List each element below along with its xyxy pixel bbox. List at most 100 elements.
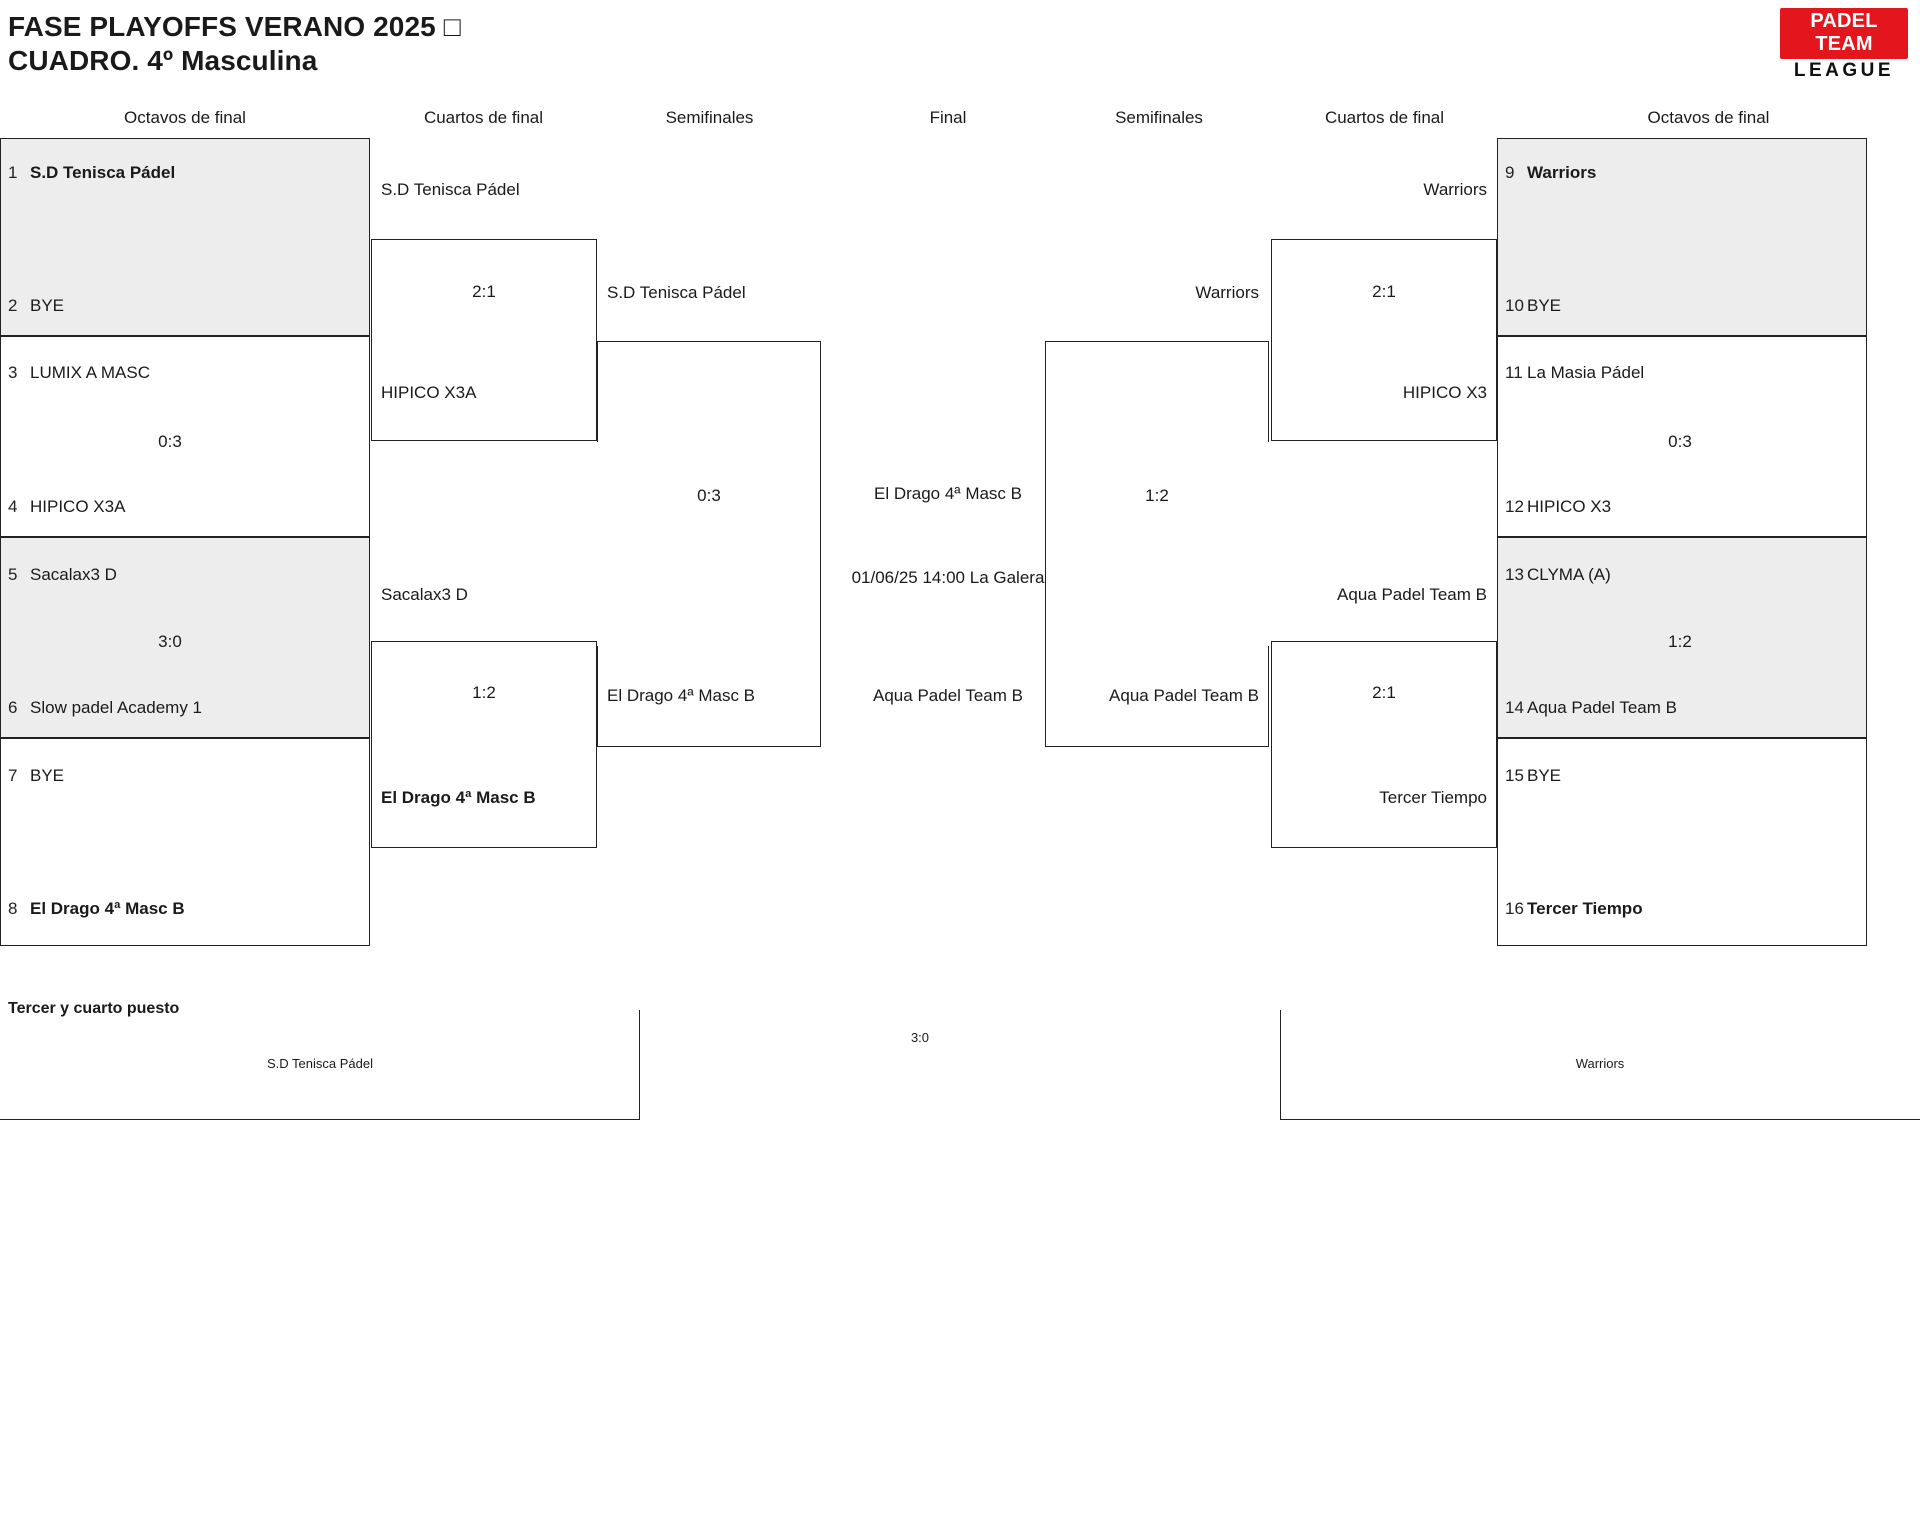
round-header-qf-right: Cuartos de final [1324, 108, 1445, 127]
r16-match-box-4[interactable] [0, 738, 370, 946]
team-name: Sacalax3 D [30, 565, 117, 584]
qf-right-slot-4[interactable]: Tercer Tiempo [1379, 788, 1487, 807]
qf-right-score-1: 2:1 [1372, 282, 1396, 301]
r16-match-box-5[interactable] [1497, 138, 1867, 336]
seed-number: 12 [1505, 497, 1524, 516]
qf-left-slot-4[interactable]: El Drago 4ª Masc B [381, 788, 536, 807]
logo-top-text: PADEL TEAM [1780, 8, 1908, 59]
seed-number: 4 [8, 497, 18, 516]
seed-number: 3 [8, 363, 18, 382]
seed-number: 15 [1505, 766, 1524, 785]
seed-number: 16 [1505, 899, 1524, 918]
sf-left-score: 0:3 [697, 486, 721, 505]
r16-slot-6[interactable]: 6 Slow padel Academy 1 [8, 698, 202, 718]
seed-number: 1 [8, 163, 18, 182]
r16-match-box-2[interactable] [0, 336, 370, 537]
r16-score-2: 0:3 [158, 432, 182, 451]
team-name: Warriors [1527, 163, 1597, 182]
qf-right-score-2: 2:1 [1372, 683, 1396, 702]
qf-match-box-right-2[interactable] [1271, 641, 1497, 848]
sf-right-connector-bottom [1268, 646, 1269, 747]
r16-match-box-3[interactable] [0, 537, 370, 738]
round-header-r16-right: Octavos de final [1647, 108, 1770, 127]
team-name: HIPICO X3 [1527, 497, 1612, 516]
qf-right-slot-1[interactable]: Warriors [1423, 180, 1487, 199]
page-title: FASE PLAYOFFS VERANO 2025 □ CUADRO. 4º M… [8, 10, 908, 78]
sf-match-box-right[interactable] [1045, 341, 1269, 747]
seed-number: 14 [1505, 698, 1524, 717]
team-name: HIPICO X3A [30, 497, 126, 516]
seed-number: 6 [8, 698, 18, 717]
seed-number: 11 [1505, 363, 1523, 382]
r16-match-box-1[interactable] [0, 138, 370, 336]
sf-left-slot-1[interactable]: S.D Tenisca Pádel [607, 283, 746, 302]
seed-number: 8 [8, 899, 18, 918]
r16-slot-5[interactable]: 5 Sacalax3 D [8, 565, 117, 585]
team-name: Tercer Tiempo [1527, 899, 1643, 918]
r16-match-box-6[interactable] [1497, 336, 1867, 537]
r16-slot-4[interactable]: 4 HIPICO X3A [8, 497, 125, 517]
qf-left-slot-1[interactable]: S.D Tenisca Pádel [381, 180, 520, 199]
team-name: El Drago 4ª Masc B [30, 899, 185, 918]
r16-score-6: 0:3 [1668, 432, 1692, 451]
third-place-box-left[interactable] [0, 1010, 640, 1120]
r16-match-box-7[interactable] [1497, 537, 1867, 738]
seed-number: 10 [1505, 296, 1524, 315]
sf-match-box-left[interactable] [597, 341, 821, 747]
third-place-box-right[interactable] [1280, 1010, 1920, 1120]
sf-right-score: 1:2 [1145, 486, 1169, 505]
qf-right-slot-2[interactable]: HIPICO X3 [1402, 383, 1487, 402]
qf-left-slot-3[interactable]: Sacalax3 D [381, 585, 468, 604]
round-header-sf-right: Semifinales [1115, 108, 1203, 127]
team-name: LUMIX A MASC [30, 363, 150, 382]
seed-number: 5 [8, 565, 18, 584]
padel-team-league-logo: PADEL TEAM LEAGUE [1780, 8, 1908, 83]
team-name: CLYMA (A) [1527, 565, 1611, 584]
title-line-1: FASE PLAYOFFS VERANO 2025 □ [8, 11, 461, 42]
sf-left-slot-2[interactable]: El Drago 4ª Masc B [607, 686, 756, 705]
r16-slot-9[interactable]: 9 Warriors [1505, 163, 1596, 183]
team-name: BYE [30, 766, 65, 785]
round-header-sf-left: Semifinales [665, 108, 754, 127]
team-name: Slow padel Academy 1 [30, 698, 202, 717]
sf-right-connector-top [1268, 341, 1269, 442]
title-line-2: CUADRO. 4º Masculina [8, 45, 318, 77]
seed-number: 9 [1505, 163, 1515, 182]
r16-score-3: 3:0 [158, 632, 182, 651]
round-header-r16-left: Octavos de final [124, 108, 246, 127]
sf-right-slot-2[interactable]: Aqua Padel Team B [1109, 686, 1259, 705]
qf-right-slot-3[interactable]: Aqua Padel Team B [1337, 585, 1487, 604]
round-header-final: Final [929, 108, 967, 127]
third-place-team-left: S.D Tenisca Pádel [267, 1056, 373, 1071]
sf-left-connector-top [597, 341, 598, 442]
r16-slot-8[interactable]: 8 El Drago 4ª Masc B [8, 899, 185, 919]
team-name: BYE [1527, 766, 1562, 785]
team-name: BYE [30, 296, 65, 315]
final-schedule: 01/06/25 14:00 La Galera [851, 568, 1045, 587]
qf-match-box-left-2[interactable] [371, 641, 597, 848]
r16-score-7: 1:2 [1668, 632, 1692, 651]
final-team-top[interactable]: El Drago 4ª Masc B [873, 484, 1022, 503]
sf-right-slot-1[interactable]: Warriors [1195, 283, 1259, 302]
qf-left-slot-2[interactable]: HIPICO X3A [381, 383, 477, 402]
qf-match-box-right-1[interactable] [1271, 239, 1497, 441]
r16-slot-3[interactable]: 3 LUMIX A MASC [8, 363, 150, 383]
qf-left-score-1: 2:1 [472, 282, 496, 301]
team-name: Aqua Padel Team B [1527, 698, 1677, 717]
qf-match-box-left-1[interactable] [371, 239, 597, 441]
final-team-bottom[interactable]: Aqua Padel Team B [873, 686, 1023, 705]
team-name: La Masia Pádel [1527, 363, 1645, 382]
r16-match-box-8[interactable] [1497, 738, 1867, 946]
third-place-team-right: Warriors [1575, 1056, 1625, 1071]
third-place-label: Tercer y cuarto puesto [8, 1000, 180, 1017]
